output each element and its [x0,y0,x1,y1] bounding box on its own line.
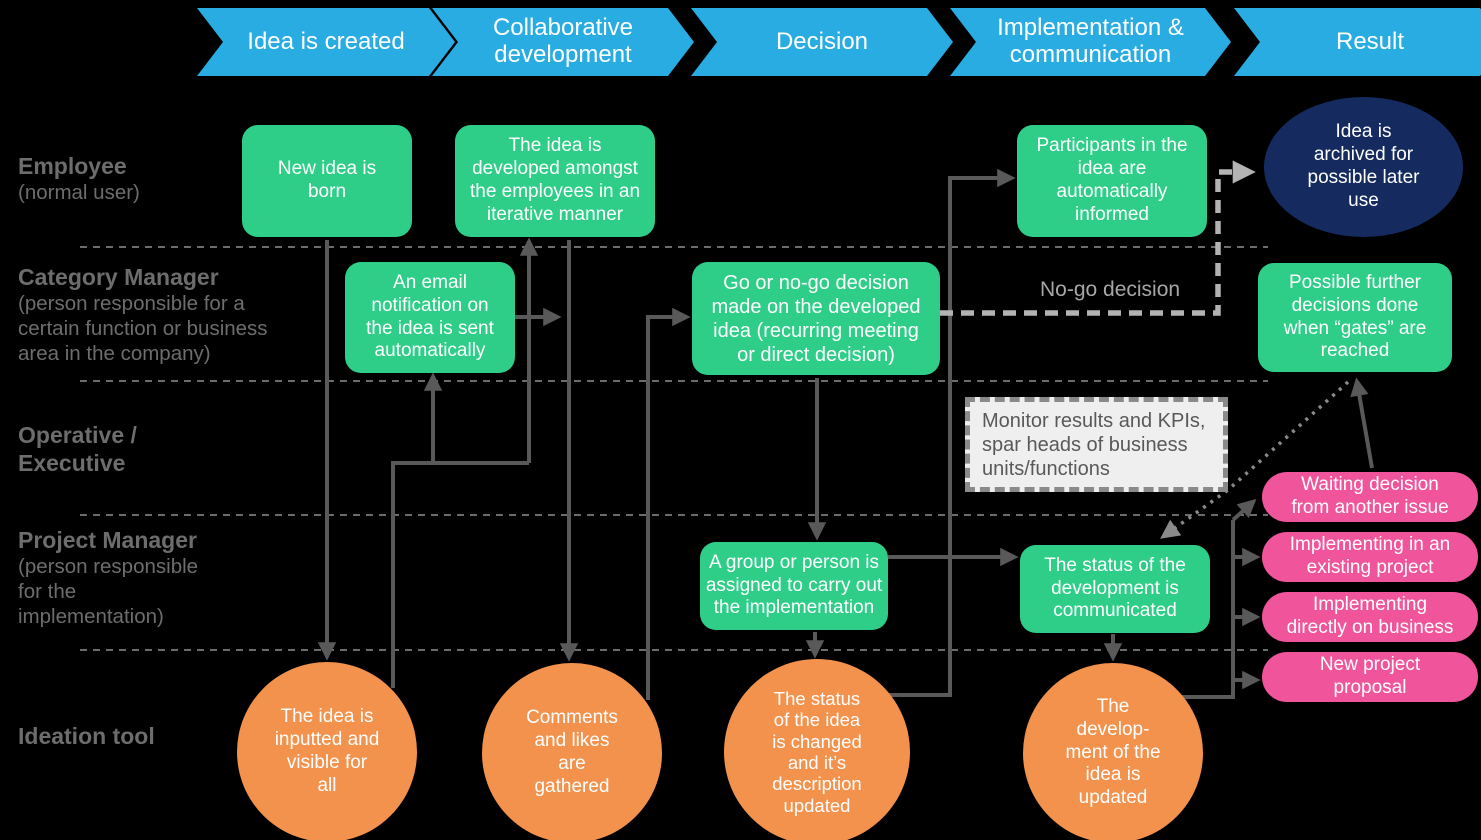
node-idea-developed: The idea is developed amongst the employ… [455,125,655,237]
line-inputted-branch [391,461,529,688]
phase-label: Decision [775,27,869,55]
dashed-arrow-nogo-to-archived [940,160,1256,316]
phase-chevron-idea-created: Idea is created [197,8,455,76]
lane-label-category-manager: Category Manager (person responsible for… [18,263,268,366]
node-group-assigned: A group or person is assigned to carry o… [700,542,888,630]
node-waiting-decision: Waiting decision from another issue [1262,472,1478,522]
phase-label: Result [1335,27,1405,55]
phase-label: Collaborative development [492,14,634,68]
node-status-communicated: The status of the development is communi… [1020,545,1210,633]
phase-chevron-collaborative-development: Collaborative development [432,8,694,76]
lane-name: Operative / Executive [18,422,137,477]
node-new-project-proposal: New project proposal [1262,652,1478,702]
arrow-waiting-to-possiblefurther [1350,377,1374,469]
nogo-decision-label: No-go decision [1040,278,1181,301]
arrow-statuschanged-to-participants [878,168,1016,697]
node-possible-further-decisions: Possible further decisions done when “ga… [1258,263,1452,372]
lane-dividers [80,246,1268,651]
node-implementing-directly-business: Implementing directly on business [1262,592,1478,642]
node-new-idea-born: New idea is born [242,125,412,237]
lane-label-project-manager: Project Manager (person responsible for … [18,526,198,629]
phase-label: Idea is created [247,27,405,55]
arrow-comments-to-decision [646,307,691,700]
node-email-notification: An email notification on the idea is sen… [345,262,515,373]
node-comments-likes: Comments and likes are gathered [482,663,662,840]
node-development-updated: The develop- ment of the idea is updated [1023,663,1203,840]
arrow-to-waiting-pill [1231,498,1257,522]
solid-connectors [317,168,1374,700]
node-go-nogo-decision: Go or no-go decision made on the develop… [692,262,940,375]
lane-label-employee: Employee (normal user) [18,152,140,205]
lane-name: Ideation tool [18,723,155,749]
node-idea-inputted: The idea is inputted and visible for all [237,662,417,840]
node-participants-informed: Participants in the idea are automatical… [1017,125,1207,237]
phase-chevron-result: Result [1234,8,1481,76]
lane-name: Category Manager [18,264,219,290]
node-status-changed: The status of the idea is changed and it… [724,659,910,840]
phase-label: Implementation & communication [997,14,1184,68]
lane-label-ideation-tool: Ideation tool [18,722,155,750]
node-implementing-existing-project: Implementing in an existing project [1262,532,1478,582]
phase-chevron-implementation-communication: Implementation & communication [950,8,1231,76]
lane-name: Project Manager [18,527,197,553]
phase-chevron-decision: Decision [691,8,953,76]
lane-description: (normal user) [18,181,140,205]
lane-label-operative-executive: Operative / Executive [18,421,137,477]
node-idea-archived: Idea is archived for possible later use [1264,97,1463,237]
lane-name: Employee [18,153,127,179]
lane-description: (person responsible for a certain functi… [18,292,268,366]
node-monitor-results: Monitor results and KPIs, spar heads of … [965,397,1228,492]
line-devupdated-trunk [1181,520,1235,699]
lane-description: (person responsible for the implementati… [18,555,199,629]
